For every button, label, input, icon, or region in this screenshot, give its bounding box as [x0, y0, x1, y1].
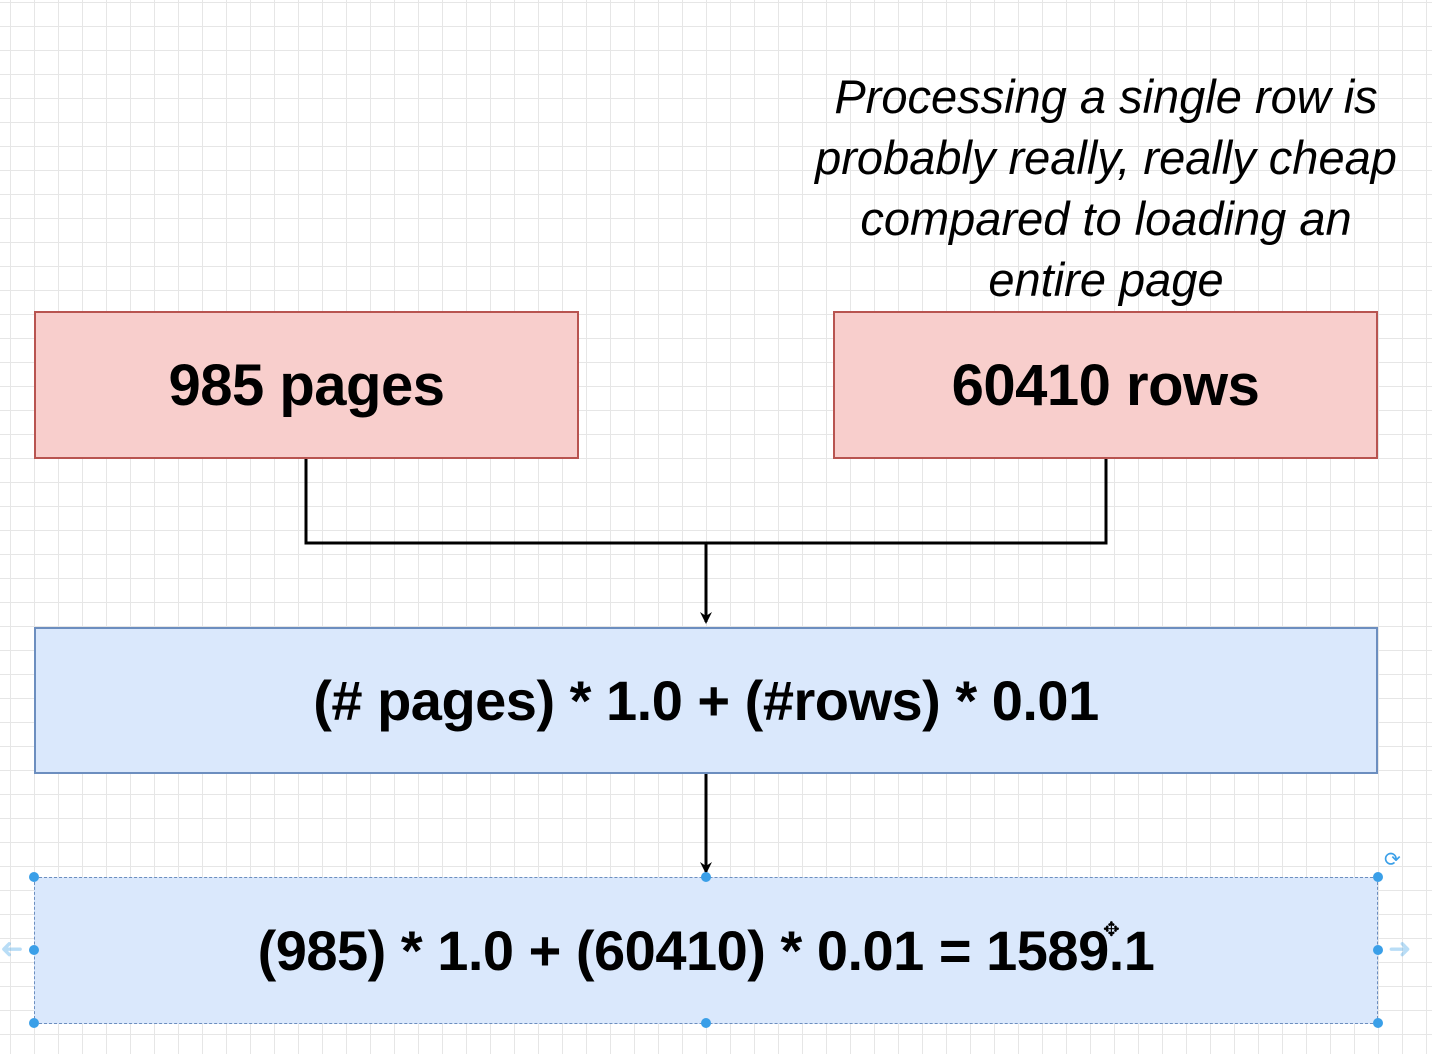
rows-box-label: 60410 rows — [951, 352, 1260, 418]
rotate-icon[interactable]: ⟳ — [1384, 849, 1401, 871]
result-box[interactable]: (985) * 1.0 + (60410) * 0.01 = 1589.1 — [34, 877, 1378, 1024]
rows-box[interactable]: 60410 rows — [833, 311, 1378, 459]
annotation-note[interactable]: Processing a single row is probably real… — [815, 70, 1397, 306]
resize-handle-top-left[interactable] — [29, 872, 39, 882]
resize-handle-top-right[interactable] — [1373, 872, 1383, 882]
formula-box[interactable]: (# pages) * 1.0 + (#rows) * 0.01 — [34, 627, 1378, 774]
result-box-label: (985) * 1.0 + (60410) * 0.01 = 1589.1 — [257, 919, 1155, 982]
resize-handle-bottom[interactable] — [701, 1018, 711, 1028]
resize-handle-top[interactable] — [701, 872, 711, 882]
resize-handle-right[interactable] — [1373, 945, 1383, 955]
resize-handle-left[interactable] — [29, 945, 39, 955]
formula-box-label: (# pages) * 1.0 + (#rows) * 0.01 — [313, 669, 1099, 732]
connector-rows-to-formula[interactable] — [706, 459, 1108, 545]
resize-handle-bottom-left[interactable] — [29, 1018, 39, 1028]
move-icon: ✥ — [1103, 919, 1120, 941]
pages-box-label: 985 pages — [168, 352, 445, 418]
resize-handle-bottom-right[interactable] — [1373, 1018, 1383, 1028]
arrow-left-icon[interactable]: ➜ — [0, 933, 24, 964]
pages-box[interactable]: 985 pages — [34, 311, 579, 459]
arrow-right-icon[interactable]: ➜ — [1388, 933, 1412, 964]
connector-pages-to-formula[interactable] — [304, 459, 712, 624]
